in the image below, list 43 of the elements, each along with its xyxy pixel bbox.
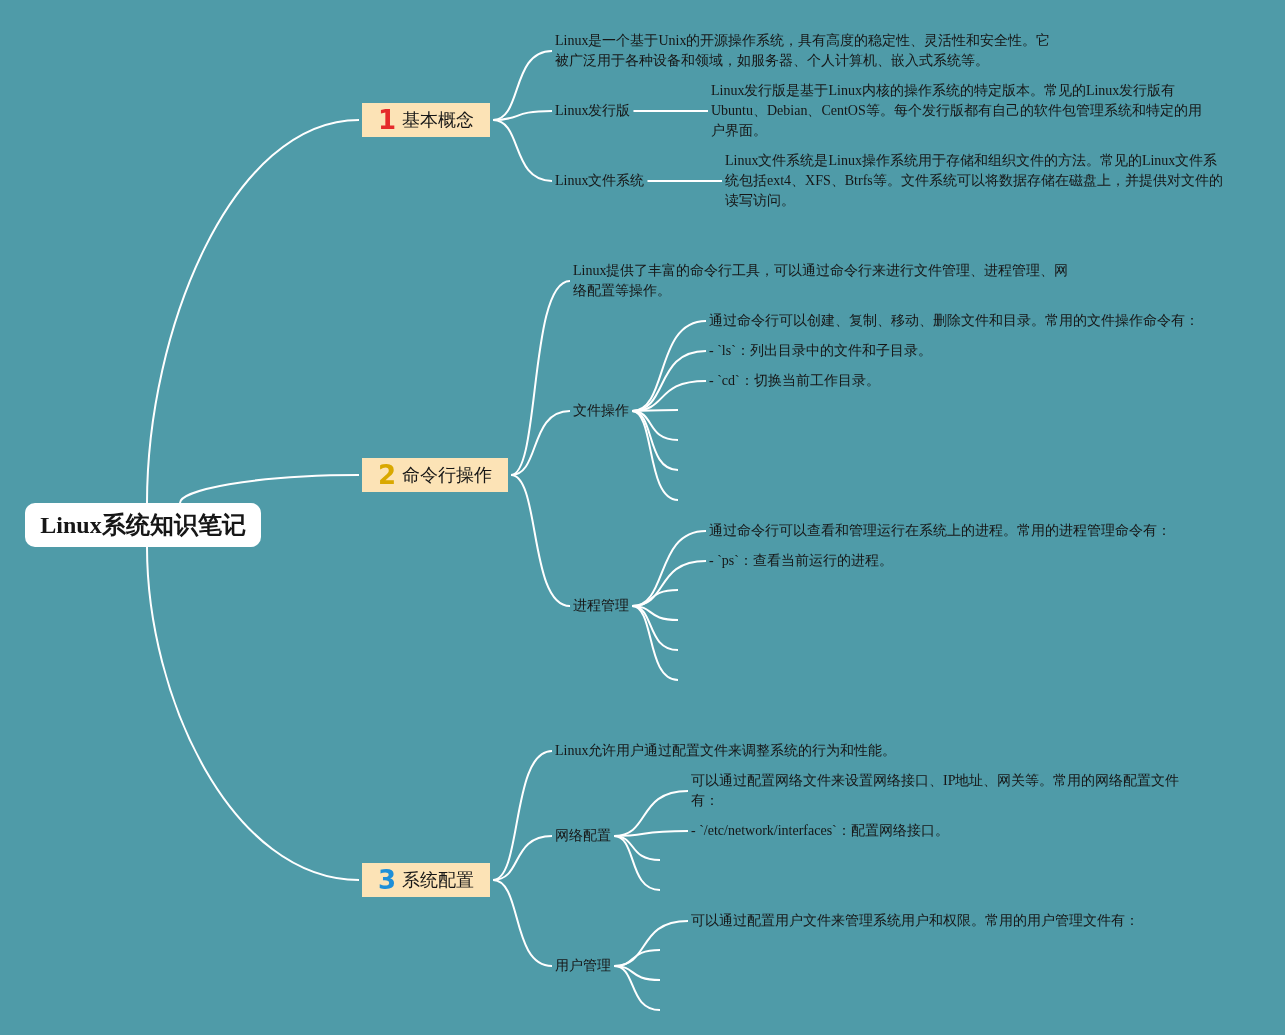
branch-text: Linux文件系统是Linux操作系统用于存储和组织文件的方法。常见的Linux文件系统包括ext4、XFS、Btrfs等。文件系统可以将数据存储在磁盘上，并提供对文件的读写访问。 bbox=[725, 151, 1230, 211]
branch-text: - `ls`：列出目录中的文件和子目录。 bbox=[709, 341, 932, 361]
branch-text: 文件操作 bbox=[573, 401, 629, 421]
branch-line bbox=[631, 410, 679, 501]
branch-text: Linux文件系统 bbox=[555, 171, 645, 191]
branch-line bbox=[613, 965, 661, 1011]
branch-line bbox=[646, 180, 723, 182]
branch-line bbox=[613, 835, 661, 891]
topic-label: 基本概念 bbox=[402, 110, 475, 130]
branch-text: 可以通过配置用户文件来管理系统用户和权限。常用的用户管理文件有： bbox=[691, 911, 1139, 931]
topic-number: 2 bbox=[377, 465, 397, 485]
branch-text: Linux提供了丰富的命令行工具，可以通过命令行来进行文件管理、进程管理、网络配置等操作。 bbox=[573, 261, 1073, 301]
branch-line bbox=[631, 410, 679, 471]
branch-line bbox=[631, 605, 679, 681]
branch-line bbox=[632, 110, 709, 112]
branch-text: 通过命令行可以创建、复制、移动、删除文件和目录。常用的文件操作命令有： bbox=[709, 311, 1199, 331]
branch-text: 进程管理 bbox=[573, 596, 629, 616]
branch-line bbox=[146, 119, 360, 504]
topic-box bbox=[362, 103, 490, 137]
topic-box bbox=[362, 863, 490, 897]
branch-text: 网络配置 bbox=[555, 826, 611, 846]
topic-number: 3 bbox=[377, 870, 397, 890]
topic-box bbox=[362, 458, 508, 492]
branch-line bbox=[492, 879, 553, 967]
branch-text: Linux发行版 bbox=[555, 101, 631, 121]
root-box: Linux系统知识笔记 bbox=[25, 503, 261, 547]
branch-text: Linux发行版是基于Linux内核的操作系统的特定版本。常见的Linux发行版有Ubuntu、Debian、CentOS等。每个发行版都有自己的软件包管理系统和特定的用户界面。 bbox=[711, 81, 1211, 141]
branch-text: - `ps`：查看当前运行的进程。 bbox=[709, 551, 893, 571]
branch-text: 可以通过配置网络文件来设置网络接口、IP地址、网关等。常用的网络配置文件有： bbox=[691, 771, 1186, 811]
topic-number: 1 bbox=[377, 110, 397, 130]
topic-label: 系统配置 bbox=[402, 870, 475, 890]
branch-text: Linux是一个基于Unix的开源操作系统，具有高度的稳定性、灵活性和安全性。它被广泛用于各种设备和领域，如服务器、个人计算机、嵌入式系统等。 bbox=[555, 31, 1055, 71]
topic-label: 命令行操作 bbox=[402, 465, 493, 485]
branch-line bbox=[179, 474, 360, 504]
branch-line bbox=[146, 546, 360, 881]
branch-text: - `/etc/network/interfaces`：配置网络接口。 bbox=[691, 821, 949, 841]
branch-text: 通过命令行可以查看和管理运行在系统上的进程。常用的进程管理命令有： bbox=[709, 521, 1171, 541]
branch-text: - `cd`：切换当前工作目录。 bbox=[709, 371, 880, 391]
branch-line bbox=[510, 474, 571, 607]
branch-text: 用户管理 bbox=[555, 956, 611, 976]
branch-line bbox=[492, 119, 553, 182]
branch-text: Linux允许用户通过配置文件来调整系统的行为和性能。 bbox=[555, 741, 897, 761]
branch-line bbox=[510, 280, 571, 476]
